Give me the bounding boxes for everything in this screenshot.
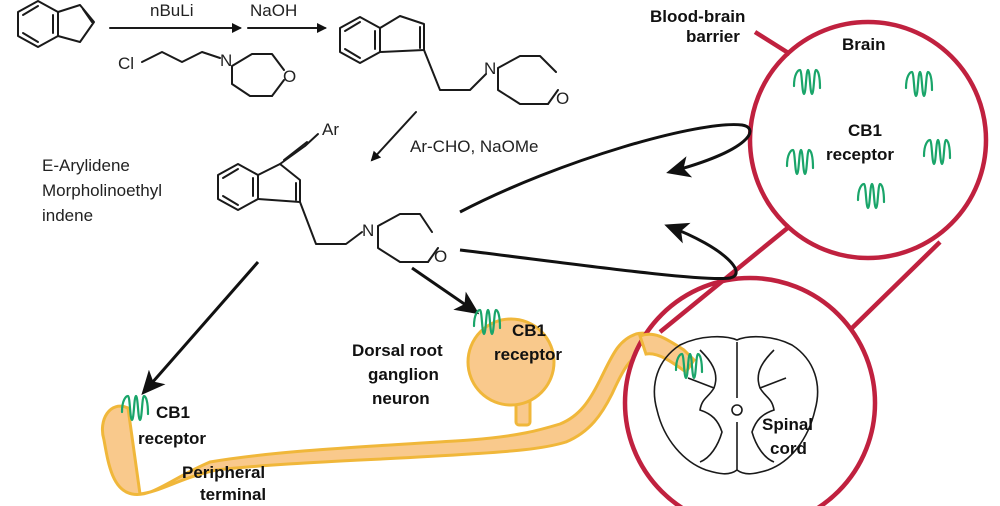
cb1-receptor-icon-brain-5 — [856, 182, 886, 210]
chloroethylmorpholine-structure — [141, 51, 285, 97]
arrow-to-drg — [411, 266, 480, 315]
ar-group-label: Ar — [322, 120, 339, 139]
cb1-receptor-icon-brain-1 — [792, 68, 822, 96]
arrow-to-brain-upper — [459, 123, 752, 214]
compound-name-line2: Morpholinoethyl — [42, 181, 162, 200]
drg-label-line3: neuron — [372, 389, 430, 408]
drg-label-line2: ganglion — [368, 365, 439, 384]
bbb-label-line2: barrier — [686, 27, 740, 46]
cb1-brain-label-line2: receptor — [826, 145, 894, 164]
reagent-nbuli: nBuLi — [150, 1, 193, 20]
cb1-drg-label-line2: receptor — [494, 345, 562, 364]
o-atom-label-1: O — [283, 67, 296, 86]
cb1-peripheral-label-line1: CB1 — [156, 403, 190, 422]
indene-structure — [17, 0, 95, 48]
cb1-receptor-icon-brain-2 — [904, 70, 934, 98]
spinal-cord-label-line1: Spinal — [762, 415, 813, 434]
cb1-brain-label-line1: CB1 — [848, 121, 882, 140]
arylidene-morpholinoethyl-indene-structure — [217, 133, 439, 263]
cb1-receptor-icon-brain-4 — [922, 138, 952, 166]
drg-label-line1: Dorsal root — [352, 341, 443, 360]
o-atom-label-2: O — [556, 89, 569, 108]
bbb-pointer-line — [753, 30, 792, 56]
cb1-drg-label-line1: CB1 — [512, 321, 546, 340]
bbb-label-line1: Blood-brain — [650, 7, 745, 26]
cb1-receptor-icon-drg — [472, 308, 502, 336]
spinal-cord-label-line2: cord — [770, 439, 807, 458]
zoom-line-lower — [848, 240, 942, 332]
spinal-cord-cross-section — [653, 335, 819, 475]
arrow-to-brain-lower — [459, 222, 738, 280]
n-atom-label-3: N — [362, 221, 374, 240]
cb1-peripheral-label-line2: receptor — [138, 429, 206, 448]
nerve-entry — [638, 332, 696, 375]
cb1-receptor-icon-brain-3 — [785, 148, 815, 176]
peripheral-terminal-line1: Peripheral — [182, 463, 265, 482]
reaction-arrow-3 — [370, 111, 417, 162]
compound-name-line3: indene — [42, 206, 93, 225]
compound-name-line1: E-Arylidene — [42, 156, 130, 175]
spinal-cord-circle — [622, 275, 878, 506]
cl-atom-label: Cl — [118, 54, 134, 73]
brain-label: Brain — [842, 35, 885, 54]
peripheral-terminal-line2: terminal — [200, 485, 266, 504]
brain-circle — [747, 19, 989, 261]
arrow-to-peripheral — [141, 261, 260, 396]
n-atom-label-1: N — [220, 51, 232, 70]
morpholinoethyl-indene-structure — [339, 15, 559, 105]
reagent-step2: Ar-CHO, NaOMe — [410, 137, 538, 156]
cb1-receptor-icon-peripheral — [120, 394, 150, 422]
o-atom-label-3: O — [434, 247, 447, 266]
cb1-receptor-icon-spinal — [674, 352, 704, 380]
reagent-naoh: NaOH — [250, 1, 297, 20]
drg-neuron-shape — [101, 317, 692, 497]
n-atom-label-2: N — [484, 59, 496, 78]
